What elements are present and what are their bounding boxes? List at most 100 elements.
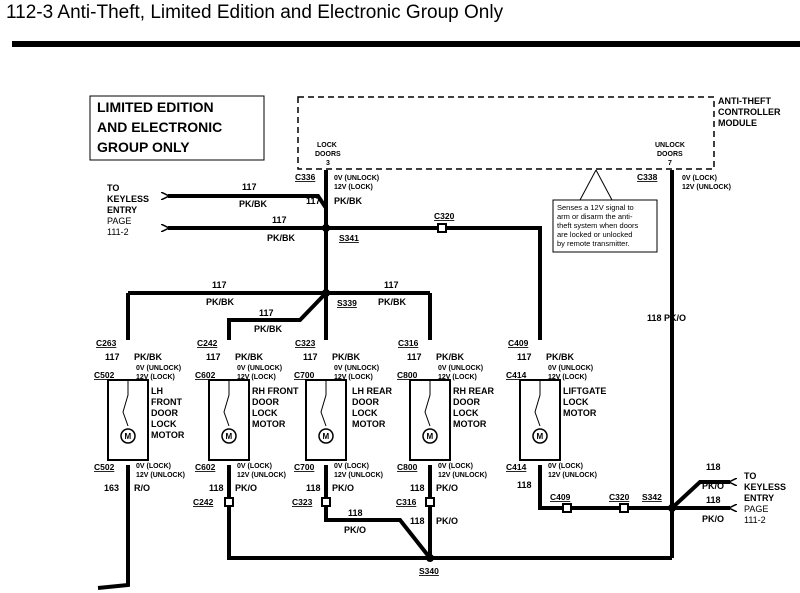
motor-label: RH REAR	[453, 386, 495, 396]
volt-label: 12V (LOCK)	[438, 374, 477, 381]
group-line-3: GROUP ONLY	[97, 139, 190, 155]
page-title: 112-3 Anti-Theft, Limited Edition and El…	[6, 2, 504, 23]
volt-label: 0V (LOCK)	[334, 463, 369, 470]
motor-label: LOCK	[453, 408, 479, 418]
wire-number: 118	[209, 483, 224, 493]
splice-s341	[322, 224, 330, 232]
note-line-4: are locked or unlocked	[557, 230, 632, 239]
inline-connectors	[224, 223, 629, 513]
limited-edition-box: LIMITED EDITION AND ELECTRONIC GROUP ONL…	[89, 95, 265, 161]
motor-symbol: M	[537, 432, 544, 441]
connector-c409: C409	[508, 338, 529, 348]
wire-color: PK/BK	[436, 352, 465, 362]
lock-pin-label-2: DOORS	[315, 151, 341, 158]
keyless-label: ENTRY	[744, 493, 774, 503]
to-keyless-entry-left: TO KEYLESS ENTRY PAGE 111-2	[107, 183, 149, 237]
unlock-pin-label-1: UNLOCK	[655, 142, 685, 149]
splice-s342-label: S342	[642, 492, 662, 502]
anti-theft-module: ANTI-THEFT CONTROLLER MODULE LOCK DOORS …	[297, 96, 781, 170]
connector-c700: C700	[294, 370, 315, 380]
connector-c242: C242	[193, 497, 214, 507]
wire-color: PK/BK	[546, 352, 575, 362]
wire-number: 117	[212, 280, 227, 290]
motor-voltage-labels: 0V (UNLOCK) 12V (LOCK) 0V (UNLOCK) 12V (…	[136, 365, 597, 479]
volt-label: 0V (UNLOCK)	[334, 175, 379, 182]
wire-number: 117	[384, 280, 399, 290]
wire-number: 118	[348, 508, 363, 518]
connector-c323: C323	[292, 497, 313, 507]
wire-number: 117	[259, 308, 274, 318]
wire-number: 118	[410, 483, 425, 493]
motor-label: MOTOR	[252, 419, 286, 429]
motor-label: MOTOR	[151, 430, 185, 440]
motor-label: LOCK	[563, 397, 589, 407]
volt-label: 0V (UNLOCK)	[136, 365, 181, 372]
volt-label: 12V (LOCK)	[334, 374, 373, 381]
unlock-pin-label-2: DOORS	[657, 151, 683, 158]
motor-lh-front: M LH FRONT DOOR LOCK MOTOR	[107, 379, 185, 461]
wire-color: PK/O	[436, 516, 458, 526]
splice-s340	[426, 554, 434, 562]
connector-labels: C336 0V (UNLOCK) 12V (LOCK) C338 0V (LOC…	[94, 172, 731, 576]
connector-c336: C336	[295, 172, 316, 182]
wire-color: PK/BK	[134, 352, 163, 362]
module-title-1: ANTI-THEFT	[718, 96, 771, 106]
connector-c316: C316	[396, 497, 417, 507]
group-line-1: LIMITED EDITION	[97, 99, 214, 115]
motor-rh-rear: M RH REAR DOOR LOCK MOTOR	[409, 379, 495, 461]
connector-c700: C700	[294, 462, 315, 472]
keyless-page: 111-2	[107, 227, 129, 237]
motor-label: LOCK	[151, 419, 177, 429]
wire-color: PK/BK	[378, 297, 407, 307]
wire-color: PK/O	[702, 514, 724, 524]
to-keyless-entry-right: TO KEYLESS ENTRY PAGE 111-2	[744, 471, 786, 525]
wire-color: PK/BK	[206, 297, 235, 307]
connector-c800: C800	[397, 370, 418, 380]
wire-number: 118	[517, 480, 532, 490]
wiring	[97, 170, 730, 590]
wire-number: 117	[272, 215, 287, 225]
note-line-3: theft system when doors	[557, 221, 639, 230]
volt-label: 0V (UNLOCK)	[548, 365, 593, 372]
volt-label: 0V (LOCK)	[548, 463, 583, 470]
note-line-2: arm or disarm the anti-	[557, 212, 633, 221]
wire-color: PK/BK	[332, 352, 361, 362]
wire-number: 118	[410, 516, 425, 526]
motor-label: MOTOR	[563, 408, 597, 418]
keyless-label: TO	[744, 471, 756, 481]
motor-label: DOOR	[453, 397, 481, 407]
connector-c320: C320	[609, 492, 630, 502]
splice-s342	[668, 504, 676, 512]
wire-label: 118 PK/O	[647, 313, 686, 323]
module-title-3: MODULE	[718, 118, 757, 128]
keyless-page: 111-2	[744, 515, 766, 525]
connector-c414: C414	[506, 370, 527, 380]
volt-label: 12V (LOCK)	[136, 374, 175, 381]
motor-label: LH	[151, 386, 163, 396]
splice-s339-label: S339	[337, 298, 357, 308]
wire-color: PK/O	[436, 483, 458, 493]
wire-number: 118	[306, 483, 321, 493]
motor-liftgate: M LIFTGATE LOCK MOTOR	[519, 379, 606, 461]
motor-symbol: M	[125, 432, 132, 441]
wire-number: 163	[104, 483, 119, 493]
volt-label: 12V (LOCK)	[237, 374, 276, 381]
wire-color: PK/BK	[239, 199, 268, 209]
keyless-page: PAGE	[744, 504, 768, 514]
motor-label: LH REAR	[352, 386, 392, 396]
volt-label: 12V (LOCK)	[548, 374, 587, 381]
wire-color: PK/O	[702, 481, 724, 491]
motor-label: DOOR	[151, 408, 179, 418]
connector-c502: C502	[94, 462, 115, 472]
connector-c338: C338	[637, 172, 658, 182]
volt-label: 0V (LOCK)	[438, 463, 473, 470]
splice-s340-label: S340	[419, 566, 439, 576]
volt-label: 0V (LOCK)	[682, 175, 717, 182]
motor-lh-rear: M LH REAR DOOR LOCK MOTOR	[305, 379, 392, 461]
volt-label: 12V (UNLOCK)	[136, 472, 185, 479]
wire-number: 117	[105, 352, 120, 362]
connector-c602: C602	[195, 370, 216, 380]
volt-label: 12V (LOCK)	[334, 184, 373, 191]
splices	[322, 224, 676, 562]
wire-number: 118	[706, 495, 721, 505]
